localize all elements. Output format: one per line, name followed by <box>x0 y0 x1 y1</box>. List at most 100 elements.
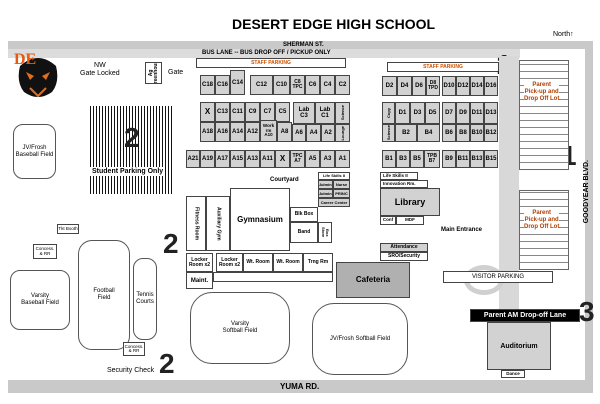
varsity-softball-field: Varsity Softball Field <box>190 292 290 364</box>
cafeteria: Cafeteria <box>336 262 410 298</box>
room-d1: D1 <box>395 102 410 124</box>
room-tpb-b7: TPB B7 <box>424 150 440 168</box>
room-a21: A21 <box>186 150 200 168</box>
room-b6: B6 <box>442 124 456 142</box>
parent-lot-bottom-label: Parent Pick-up and Drop Off Lot <box>524 210 560 232</box>
room-tpc-a7: TPC A7 <box>290 150 305 168</box>
room-b10: B10 <box>470 124 484 142</box>
room-b3: B3 <box>396 150 410 168</box>
varsity-baseball-field: Varsity Baseball Field <box>10 270 70 330</box>
room-attendance: Attendance <box>380 243 428 252</box>
room-b5: B5 <box>410 150 424 168</box>
jv-frosh-softball-field: JV/Frosh Softball Field <box>312 303 408 375</box>
concessions-2: Concess. & RR <box>123 342 145 356</box>
football-field: Football Field <box>78 240 130 350</box>
north-indicator: North↑ <box>553 31 574 38</box>
room-wt-room-1: Wt. Room <box>243 253 273 272</box>
room-sro-security: SRO/Security <box>380 252 428 261</box>
room-a2: A2 <box>321 124 335 142</box>
room-c4: C4 <box>320 75 335 95</box>
jv-frosh-baseball-field: JV/Frosh Baseball Field <box>13 124 56 179</box>
zone-number-2-gym: 2 <box>163 228 179 259</box>
goodyear-blvd-label: GOODYEAR BLVD. <box>583 160 590 224</box>
main-entrance-label: Main Entrance <box>441 227 483 233</box>
courtyard-label: Courtyard <box>270 177 299 183</box>
room-lab-c3: Lab C3 <box>293 102 315 124</box>
yuma-road-label: YUMA RD. <box>280 382 320 391</box>
room-c16: C16 <box>215 75 230 95</box>
map-title: DESERT EDGE HIGH SCHOOL <box>232 16 436 32</box>
sherman-street <box>8 41 590 49</box>
zone-number-2-parking: 2 <box>124 122 140 153</box>
ag-greenhouse: Ag Greenhouse <box>145 62 162 84</box>
room-auxiliary-gym: Auxiliary Gym <box>206 196 230 251</box>
room-a5: A5 <box>305 150 320 168</box>
ticket-booth: Tkt Booth <box>57 224 79 234</box>
room-b13: B13 <box>470 150 484 168</box>
room-blk-box: Blk Box <box>290 207 318 222</box>
room-d6: D6 <box>412 76 426 96</box>
room-admin-2: Admin <box>318 189 333 198</box>
room-d12: D12 <box>456 76 470 96</box>
visitor-parking: VISITOR PARKING <box>443 271 553 283</box>
zone-number-3: 3 <box>579 296 595 327</box>
parent-lot-top-label: Parent Pick-up and Drop Off Lot <box>524 82 560 104</box>
room-a16: A16 <box>215 122 230 142</box>
room-a8: A8 <box>277 122 292 142</box>
room-c10: C10 <box>273 75 290 95</box>
am-dropoff-lane: Parent AM Drop-off Lane <box>470 309 580 322</box>
room-a18: A18 <box>200 122 215 142</box>
room-career-center: Career Center <box>318 198 350 207</box>
security-check-label: Security Check <box>107 367 155 374</box>
room-b4: B4 <box>417 124 440 142</box>
room-b11: B11 <box>456 150 470 168</box>
room-c9: C9 <box>245 102 260 122</box>
room-a11: A11 <box>260 150 275 168</box>
room-a19: A19 <box>200 150 215 168</box>
room-c14: C14 <box>230 70 245 95</box>
room-d9: D9 <box>456 102 470 124</box>
sherman-street-label: SHERMAN ST. <box>283 42 324 48</box>
room-c5: C5 <box>275 102 290 122</box>
bus-lane-label: BUS LANE -- BUS DROP OFF / PICKUP ONLY <box>202 50 331 56</box>
room-d4: D4 <box>397 76 412 96</box>
library: Library <box>380 188 440 216</box>
room-a4: A4 <box>306 124 321 142</box>
tennis-courts: Tennis Courts <box>133 258 157 340</box>
room-locker-1: Locker Room x2 <box>186 253 213 272</box>
room-d2: D2 <box>382 76 397 96</box>
parent-lot-top <box>519 60 569 170</box>
room-mdf: MDF <box>396 216 424 225</box>
room-a6: A6 <box>292 124 306 142</box>
room-b12: B12 <box>484 124 498 142</box>
room-a15: A15 <box>230 150 245 168</box>
room-d8-tpd: D8 TPD <box>426 76 440 96</box>
zone-number-2-security: 2 <box>159 348 175 379</box>
yuma-road <box>8 380 590 393</box>
staff-parking-west: STAFF PARKING <box>196 58 346 68</box>
room-d3: D3 <box>410 102 425 124</box>
room-c6: C6 <box>305 75 320 95</box>
concessions-1: Concess. & RR <box>33 244 57 259</box>
room-a3: A3 <box>320 150 335 168</box>
room-c8-tpc: C8 TPC <box>290 75 305 95</box>
room-d11: D11 <box>470 102 484 124</box>
room-b15: B15 <box>484 150 498 168</box>
room-b1: B1 <box>382 150 396 168</box>
room-dance: Dance <box>501 370 525 378</box>
room-c12: C12 <box>250 75 273 95</box>
room-science-b: Science <box>382 124 395 142</box>
student-parking-label: Student Parking Only <box>90 167 166 176</box>
room-lounge: Lounge <box>335 124 350 142</box>
room-innovation: Innovation Rm. <box>380 180 428 188</box>
room-d7: D7 <box>442 102 456 124</box>
room-d16: D16 <box>484 76 498 96</box>
goodyear-blvd <box>585 41 593 393</box>
room-b9: B9 <box>442 150 456 168</box>
bus-lane <box>8 49 520 58</box>
room-box-store: Box Store <box>318 222 332 243</box>
room-c7: C7 <box>260 102 275 122</box>
room-fitness: Fitness Room <box>186 196 206 251</box>
room-conf: Conf <box>380 216 396 225</box>
